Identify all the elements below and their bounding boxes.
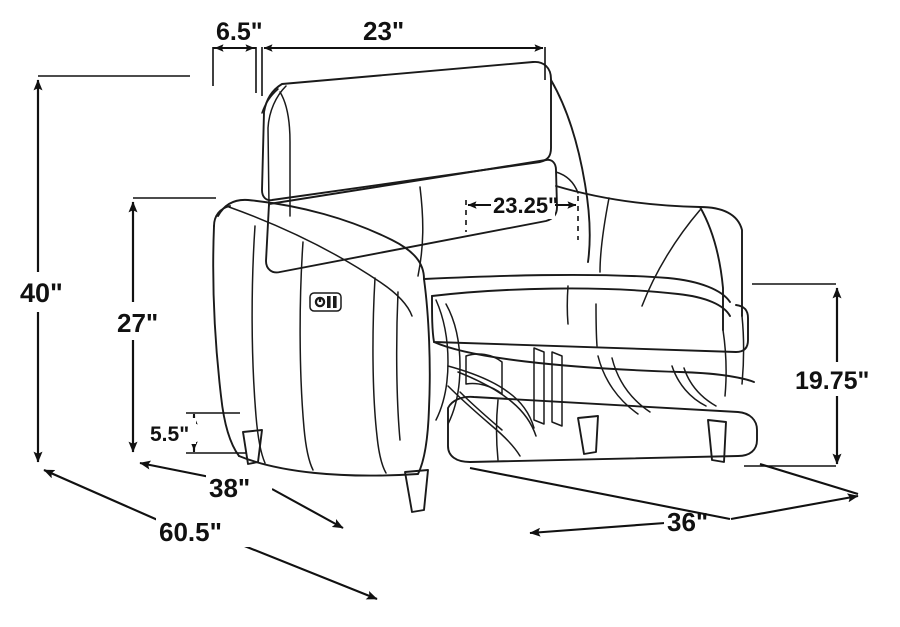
mechanism-bar-4 <box>611 357 651 413</box>
dim-line-36-right <box>730 493 859 521</box>
backrest-right-side-panel <box>550 79 591 263</box>
mechanism-link-3 <box>447 365 535 429</box>
near-side-body-outline <box>212 225 240 457</box>
footrest-panel <box>447 395 758 463</box>
legrest-seam-a <box>595 303 598 347</box>
mechanism-link-6 <box>459 391 503 431</box>
label-38-backdrop <box>206 470 272 502</box>
backrest-outer-panel <box>261 61 552 202</box>
footrest-leg <box>707 419 727 463</box>
legrest-upper-surface <box>431 295 749 353</box>
dim-line-60-5-right <box>241 544 378 600</box>
dimension-depth-60-5: 60.5" <box>43 469 378 600</box>
backrest-lower-cushion <box>265 158 558 274</box>
far-armrest-curve <box>641 209 701 307</box>
label-depth-38: 38" <box>209 473 250 503</box>
label-40-backdrop <box>16 272 72 312</box>
guide-line-footrest-corner <box>469 466 731 521</box>
far-body-bottom-edge <box>722 329 727 397</box>
mechanism-link-2 <box>445 303 461 425</box>
mechanism-link-5 <box>447 385 521 457</box>
label-overall-height-40: 40" <box>20 278 63 308</box>
near-armrest-top <box>217 198 425 280</box>
dimension-seat-width-23-25: 23.25" <box>465 189 579 240</box>
dimension-depth-38: 38" <box>139 460 344 529</box>
label-60-5-backdrop <box>156 513 250 547</box>
far-body-rear-edge <box>741 315 745 385</box>
mechanism-link-1 <box>435 299 449 421</box>
label-19-75-backdrop <box>793 362 887 396</box>
far-armrest <box>555 185 743 317</box>
dim-line-60-5-left <box>43 469 161 522</box>
backrest-left-inner-seam <box>279 91 291 217</box>
label-23-25-backdrop <box>491 189 555 219</box>
near-side-body-front-edge <box>417 278 431 475</box>
backrest-left-fold-2 <box>261 88 279 114</box>
far-back-leg <box>577 415 599 455</box>
mechanism-bar-1 <box>533 347 545 425</box>
near-armrest-outer-edge <box>213 205 231 227</box>
mechanism-bar-5 <box>671 365 707 407</box>
near-front-leg <box>404 469 429 513</box>
dim-line-38-left <box>139 460 211 479</box>
backrest-cushion-seam <box>417 186 424 277</box>
dimension-back-width-23: 23" <box>261 16 546 96</box>
near-armrest-roll-seam <box>228 206 413 317</box>
label-seat-width-23-25: 23.25" <box>493 193 558 218</box>
mechanism-hinge-plate <box>465 353 503 395</box>
backrest-left-fold <box>267 85 287 207</box>
far-armrest-outer <box>699 206 724 331</box>
far-armrest-inner-seam <box>599 197 610 273</box>
side-panel-seam-3 <box>372 277 387 474</box>
dimension-width-36: 36" <box>529 493 859 537</box>
mechanism-link-4 <box>457 371 537 437</box>
near-side-body-bottom <box>238 455 419 477</box>
mechanism-bar-3 <box>597 355 639 415</box>
label-27-backdrop <box>113 302 169 340</box>
guide-line-36-to-chair <box>759 462 859 496</box>
dim-line-38-right <box>271 488 344 529</box>
power-button-indicator-2 <box>333 296 337 308</box>
label-36-backdrop <box>664 505 730 537</box>
seat-cushion-top <box>431 287 731 317</box>
label-5-5-backdrop <box>148 418 196 444</box>
label-back-height-27: 27" <box>117 308 158 338</box>
label-seat-height-19-75: 19.75" <box>795 367 869 395</box>
dimension-overall-height-40: 40" <box>16 75 190 463</box>
label-leg-height-5-5: 5.5" <box>150 423 189 446</box>
side-panel-seam-2 <box>299 241 314 471</box>
power-button-bezel <box>309 292 342 312</box>
mechanism-bar-2 <box>551 351 563 427</box>
recliner-illustration <box>212 61 758 513</box>
label-back-width-23: 23" <box>363 16 404 46</box>
dimension-seat-height-19-75: 19.75" <box>744 283 887 467</box>
mechanism-bar-6 <box>683 367 717 407</box>
dimension-leg-height-5-5: 5.5" <box>148 412 246 454</box>
dim-line-36-left <box>529 521 666 537</box>
label-depth-60-5: 60.5" <box>159 517 222 547</box>
power-recline-control-button[interactable] <box>309 292 342 312</box>
seat-cushion-center-seam <box>566 285 569 325</box>
side-panel-seam-4 <box>395 291 401 441</box>
backrest-right-side-seam <box>555 171 579 194</box>
dimension-back-depth-6-5: 6.5" <box>212 18 263 93</box>
label-back-depth-6-5: 6.5" <box>216 18 263 46</box>
dimension-back-height-27: 27" <box>113 197 216 453</box>
power-button-indicator-1 <box>327 296 331 308</box>
diagonal-guide-lines <box>469 462 859 521</box>
label-width-36: 36" <box>667 507 708 537</box>
near-back-leg <box>242 429 263 465</box>
legrest-front-lip <box>433 341 755 383</box>
seat-cushion-back-edge <box>423 273 731 303</box>
side-panel-seam-1 <box>251 225 266 464</box>
